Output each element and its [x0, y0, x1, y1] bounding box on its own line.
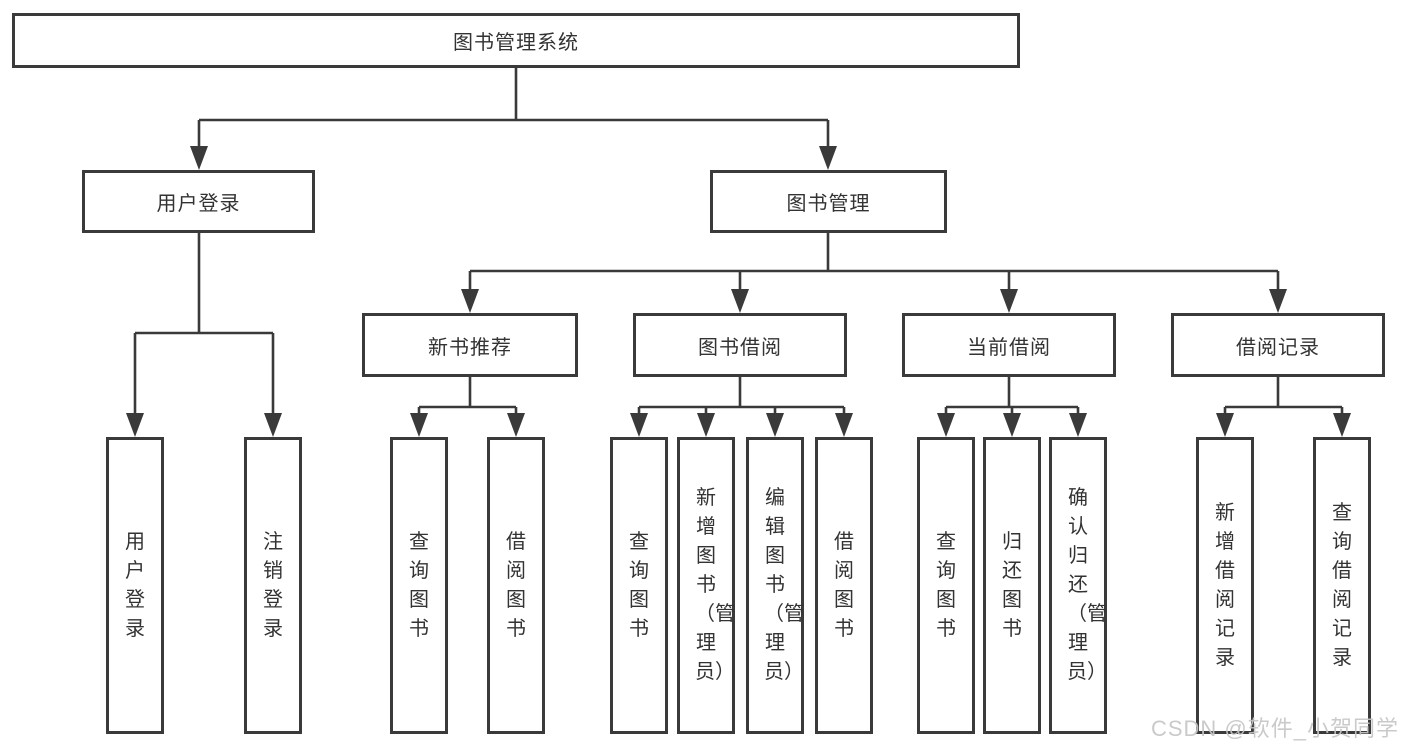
connector-root-to-level2 — [197, 68, 830, 147]
node-label: 图书管理系统 — [453, 32, 579, 54]
node-label: 查询图书 — [409, 530, 429, 640]
node-label: 查询借阅记录 — [1332, 501, 1352, 669]
node-label: 查询图书 — [936, 530, 956, 640]
arrowhead — [731, 289, 749, 313]
arrowhead — [766, 413, 784, 437]
node-label: 用户登录 — [156, 193, 241, 215]
connector-book-borrow-children — [637, 377, 846, 414]
node-label: 当前借阅 — [967, 336, 1051, 359]
arrowhead — [264, 413, 282, 437]
arrowhead — [1003, 413, 1021, 437]
node-book-borrow: 图书借阅 — [633, 313, 847, 377]
arrowheads — [126, 146, 1351, 437]
arrowhead — [410, 413, 428, 437]
node-label: 编辑图书（管理员） — [764, 487, 804, 683]
arrowhead — [461, 289, 479, 313]
node-label: 图书借阅 — [698, 336, 782, 359]
leaf-logout: 注销登录 — [244, 437, 302, 734]
arrowhead — [1069, 413, 1087, 437]
csdn-watermark: CSDN @软件_小贺同学 — [1150, 716, 1399, 741]
arrowhead — [835, 413, 853, 437]
arrowhead — [1333, 413, 1351, 437]
node-root-library-management-system: 图书管理系统 — [12, 13, 1020, 68]
node-label: 借阅记录 — [1236, 336, 1320, 359]
arrowhead — [126, 413, 144, 437]
arrowhead — [1000, 289, 1018, 313]
node-label: 新增借阅记录 — [1215, 501, 1235, 669]
node-borrow-records: 借阅记录 — [1171, 313, 1385, 377]
arrowhead — [697, 413, 715, 437]
arrowhead — [819, 146, 837, 170]
node-label: 确认归还（管理员） — [1067, 487, 1107, 683]
node-user-login: 用户登录 — [82, 170, 315, 233]
connector-new-book-children — [417, 377, 518, 414]
arrowhead — [507, 413, 525, 437]
node-label: 借阅图书 — [506, 530, 526, 640]
node-label: 图书管理 — [786, 193, 871, 215]
node-label: 借阅图书 — [834, 530, 854, 640]
leaf-search-books-borrow: 查询图书 — [610, 437, 668, 734]
leaf-borrow-books: 借阅图书 — [815, 437, 873, 734]
node-label: 新增图书（管理员） — [695, 487, 735, 683]
node-label: 归还图书 — [1002, 530, 1022, 640]
arrowhead — [937, 413, 955, 437]
node-book-management: 图书管理 — [710, 170, 947, 233]
node-current-borrow: 当前借阅 — [902, 313, 1116, 377]
arrowhead — [1216, 413, 1234, 437]
arrowhead — [630, 413, 648, 437]
leaf-search-books-recommend: 查询图书 — [390, 437, 448, 734]
arrowhead — [1269, 289, 1287, 313]
node-label: 用户登录 — [125, 530, 145, 640]
leaf-add-borrow-record: 新增借阅记录 — [1196, 437, 1254, 734]
leaf-confirm-return-admin: 确认归还（管理员） — [1049, 437, 1107, 734]
connector-current-borrow-children — [944, 377, 1080, 414]
arrowhead — [190, 146, 208, 170]
leaf-return-books: 归还图书 — [983, 437, 1041, 734]
leaf-edit-books-admin: 编辑图书（管理员） — [746, 437, 804, 734]
leaf-user-login: 用户登录 — [106, 437, 164, 734]
connector-borrow-records-children — [1223, 377, 1344, 414]
node-label: 新书推荐 — [428, 336, 512, 359]
leaf-search-borrow-record: 查询借阅记录 — [1313, 437, 1371, 734]
connector-book-mgmt-children — [468, 233, 1280, 290]
node-label: 查询图书 — [629, 530, 649, 640]
leaf-add-books-admin: 新增图书（管理员） — [677, 437, 735, 734]
node-label: 注销登录 — [263, 530, 283, 640]
connector-user-login-children — [133, 233, 275, 414]
leaf-search-books-current: 查询图书 — [917, 437, 975, 734]
leaf-borrow-books-recommend: 借阅图书 — [487, 437, 545, 734]
node-new-book-recommend: 新书推荐 — [362, 313, 578, 377]
